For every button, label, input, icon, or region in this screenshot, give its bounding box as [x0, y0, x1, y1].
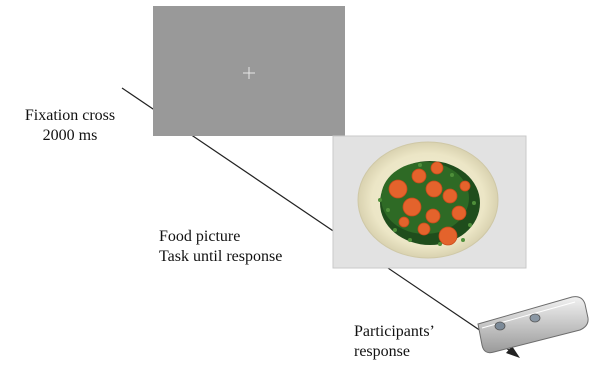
- fixation-cross-icon: [243, 67, 255, 79]
- fixation-title: Fixation cross: [24, 107, 116, 124]
- response-box-icon: [477, 296, 589, 354]
- food-plate-icon: [357, 141, 499, 259]
- fixation-label: Fixation cross 2000 ms: [10, 106, 130, 146]
- response-title2: response: [354, 343, 410, 360]
- response-title: Participants’: [354, 323, 435, 340]
- food-label: Food picture Task until response: [159, 227, 282, 267]
- fixation-screen: [153, 6, 345, 136]
- food-task: Task until response: [159, 248, 283, 265]
- response-label: Participants’ response: [354, 322, 435, 362]
- food-picture-screen: [332, 135, 527, 269]
- timeline-arrow-icon: [506, 346, 520, 358]
- fixation-duration: 2000 ms: [42, 127, 98, 144]
- food-title: Food picture: [159, 228, 241, 245]
